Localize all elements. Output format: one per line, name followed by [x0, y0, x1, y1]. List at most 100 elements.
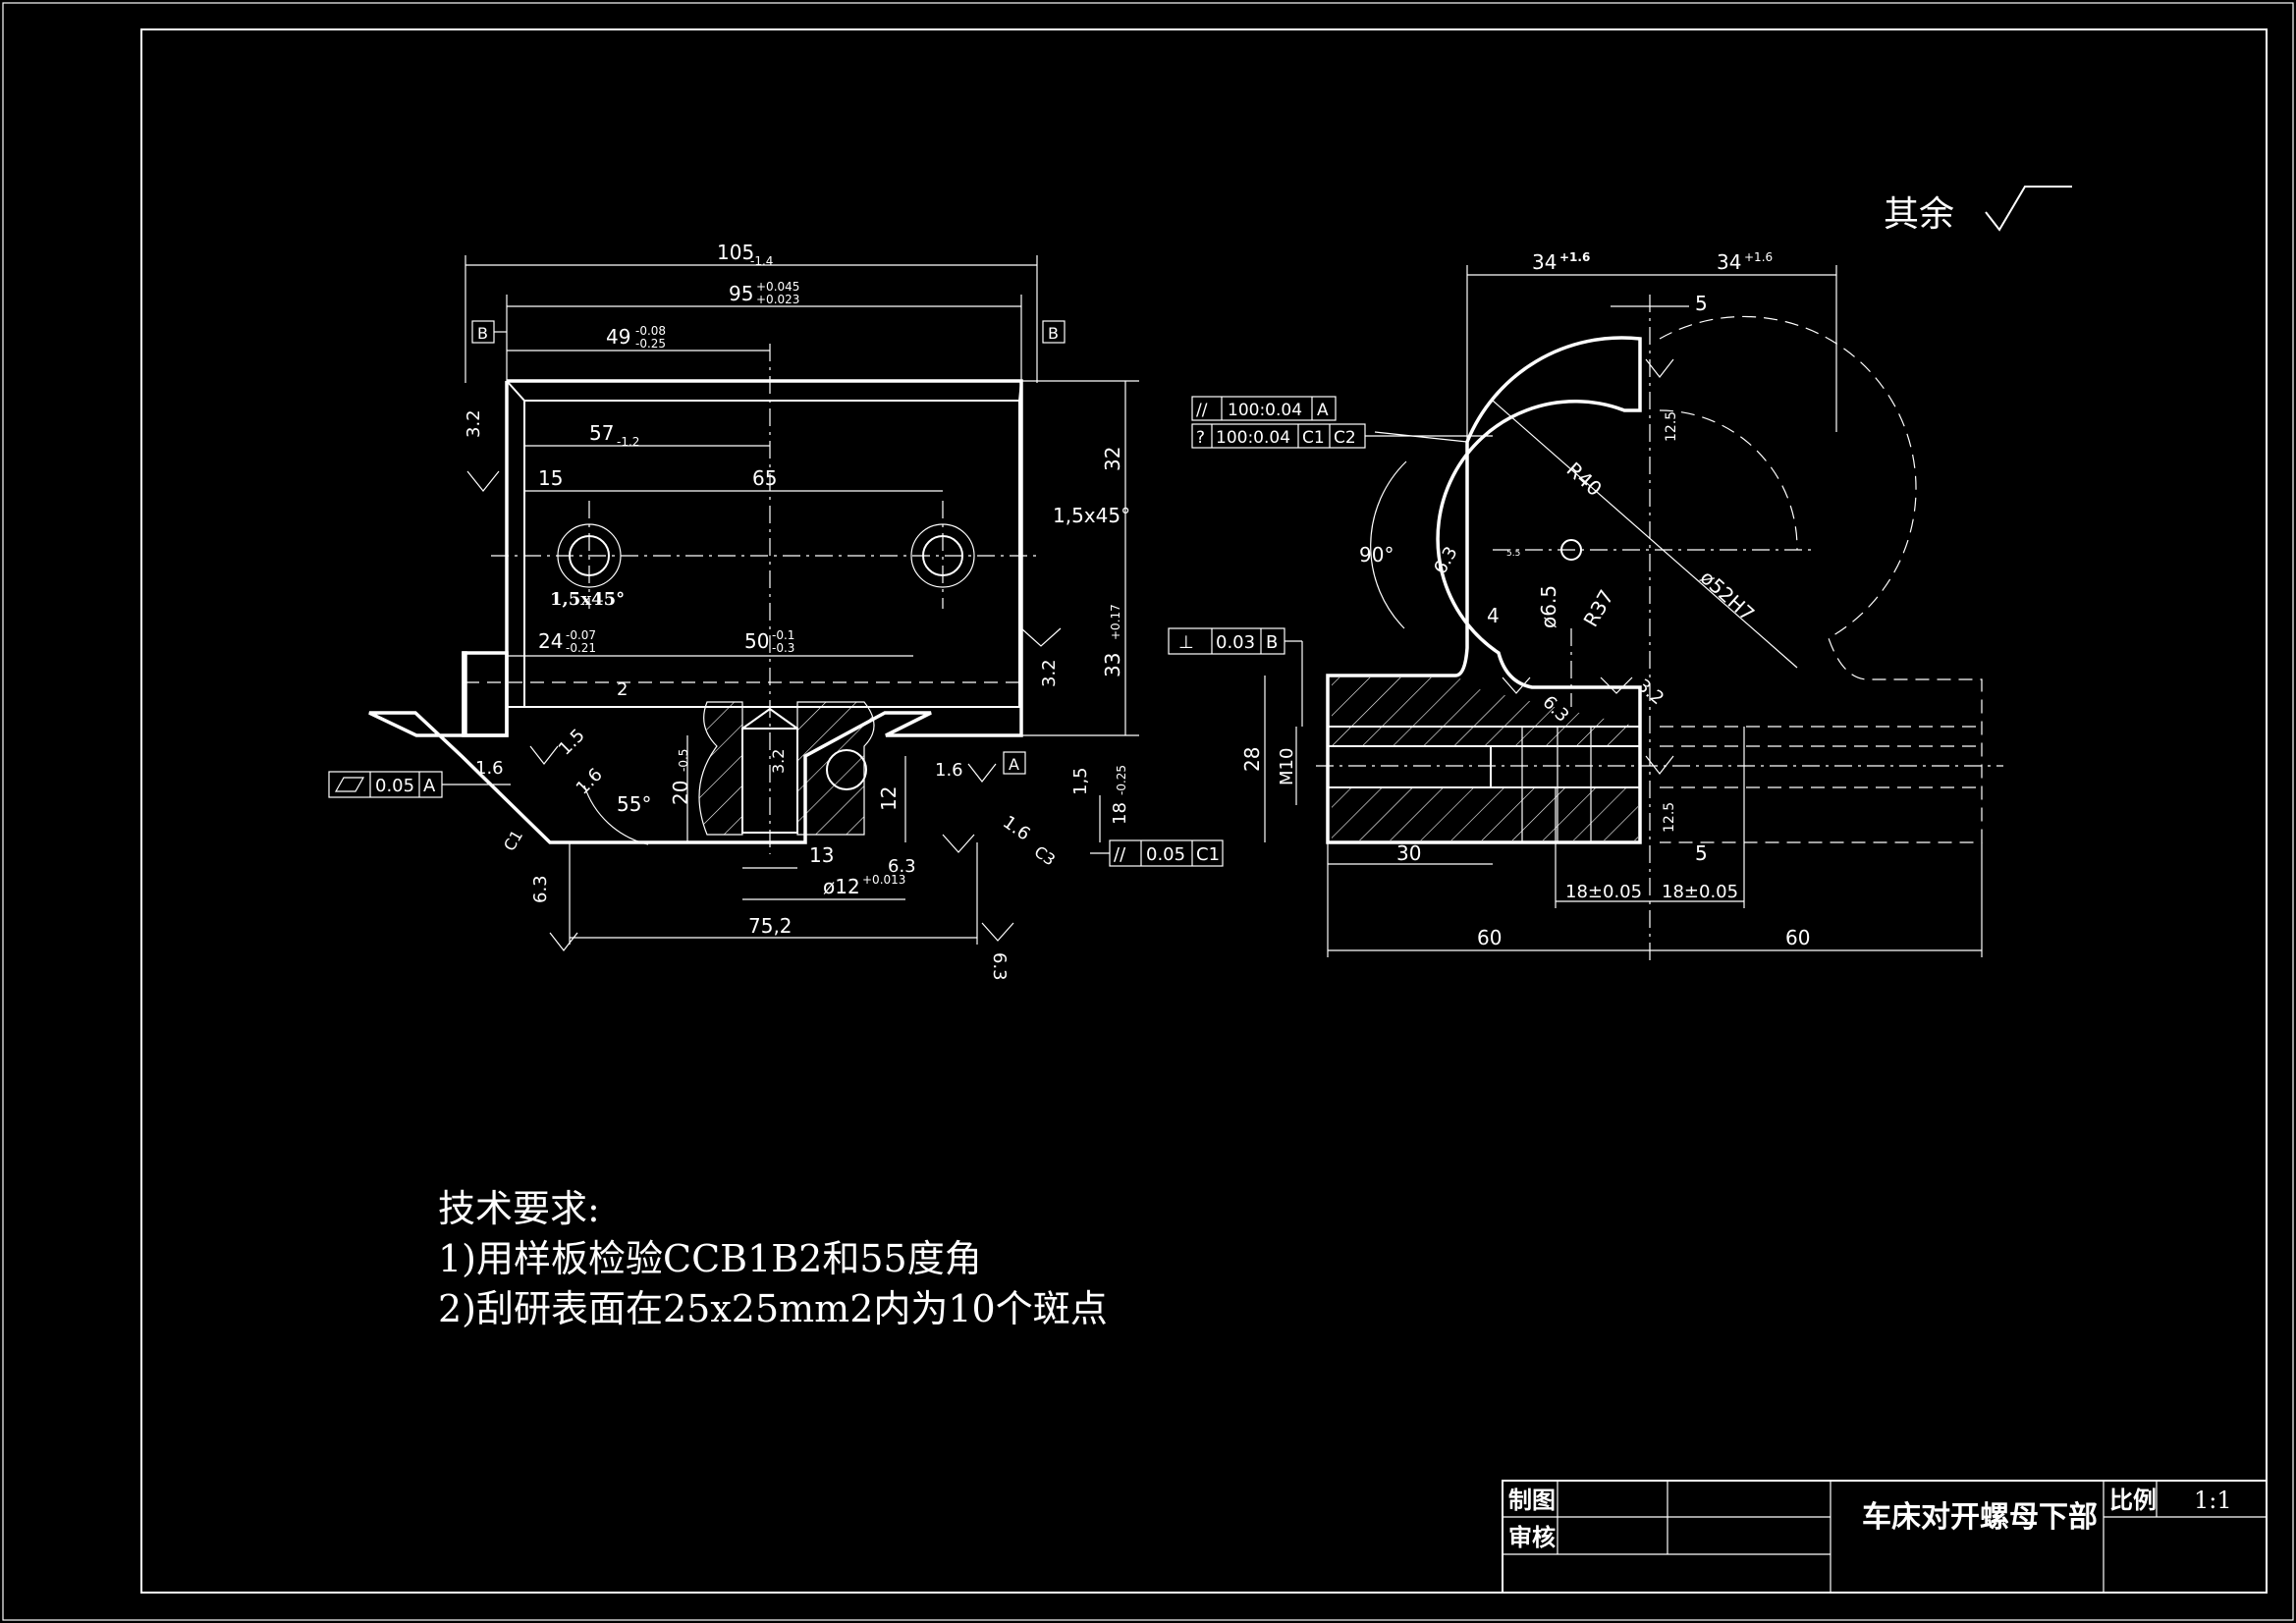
front-label-c1: C1 — [500, 827, 526, 854]
side-position-symbol: ? — [1196, 428, 1205, 448]
rough-1-6-a: 1.6 — [475, 758, 504, 779]
dim-width-30: 30 — [1396, 841, 1421, 865]
dim-chamfer-hole: 1,5x45° — [550, 589, 625, 610]
rough-6-3-a: 6.3 — [530, 875, 551, 903]
part-name: 车床对开螺母下部 — [1862, 1500, 2098, 1535]
dim-height-18: 18 — [1110, 802, 1130, 825]
dim-inner-width-tol-up: +0.045 — [756, 280, 799, 294]
rough-12-5-top: 12.5 — [1664, 411, 1679, 442]
inner-border — [140, 28, 2268, 1594]
rough-1-6-b: 1.6 — [573, 764, 607, 798]
tech-requirements: 技术要求: 1)用样板检验CCB1B2和55度角 2)刮研表面在25x25mm2… — [438, 1187, 1108, 1330]
dim-overall-width: 105 — [717, 241, 754, 264]
dim-dia-12-tol: +0.013 — [862, 873, 905, 887]
side-parallel-datum: A — [1317, 401, 1329, 420]
rough-side-6-3: 6.3 — [1430, 543, 1462, 577]
dim-height-20: 20 — [669, 781, 692, 805]
dim-chamfer-right: 1,5x45° — [1053, 504, 1130, 527]
dim-bore: ø52H7 — [1696, 566, 1760, 626]
front-parallel-symbol: // — [1114, 844, 1126, 865]
front-num-2: 2 — [617, 679, 628, 700]
dim-slot-5-top: 5 — [1695, 292, 1708, 315]
dim-dist-18-a: 18±0.05 — [1565, 882, 1642, 902]
side-position-datum2: C2 — [1334, 428, 1356, 448]
dim-width-50: 50 — [744, 629, 769, 653]
dim-width-24-tol-low: -0.21 — [566, 641, 596, 655]
dim-right-34-tol: +1.6 — [1744, 250, 1773, 264]
side-view: // 100:0.04 A ? 100:0.04 C1 C2 ⊥ 0.03 B … — [1168, 250, 2003, 962]
datum-b-right: B — [1048, 324, 1059, 343]
side-perp-datum: B — [1266, 632, 1278, 653]
dim-small: 5.5 — [1506, 549, 1520, 559]
rough-3-2-c: 3.2 — [769, 749, 788, 774]
dim-height-33: 33 — [1101, 653, 1124, 677]
dim-4: 4 — [1487, 604, 1500, 627]
rough-3-2-a: 3.2 — [464, 409, 484, 438]
side-perp-value: 0.03 — [1216, 632, 1255, 653]
dim-height-33-tol: +0.17 — [1109, 604, 1122, 640]
dim-thread: M10 — [1277, 748, 1297, 785]
dim-half-width: 49 — [606, 325, 630, 349]
flatness-symbol-icon — [334, 777, 365, 792]
title-checked-label: 审核 — [1508, 1523, 1556, 1551]
rough-side-3-2: 3.2 — [1633, 676, 1667, 709]
dim-inner-width: 95 — [729, 282, 753, 305]
tech-req-title: 技术要求: — [438, 1187, 600, 1230]
dim-angle-90: 90° — [1359, 543, 1394, 567]
dim-half-width-tol-up: -0.08 — [635, 324, 666, 338]
dim-half-width-tol-low: -0.25 — [635, 337, 666, 351]
dim-hole-spacing: 65 — [752, 466, 777, 490]
side-position-datum1: C1 — [1302, 428, 1325, 448]
title-drawn-label: 制图 — [1508, 1486, 1556, 1514]
side-position-value: 100:0.04 — [1216, 428, 1290, 448]
rough-1-5: 1.5 — [555, 725, 589, 759]
dim-width-24: 24 — [538, 629, 563, 653]
dim-dist-18-b: 18±0.05 — [1662, 882, 1738, 902]
dim-left-34: 34 — [1532, 250, 1557, 274]
dim-height-1-5: 1,5 — [1070, 767, 1091, 795]
dim-dia-6-5: ø6.5 — [1537, 585, 1560, 628]
dim-hole-offset: 15 — [538, 466, 563, 490]
dim-height-20-tol: -0.5 — [677, 749, 690, 772]
front-parallel-value: 0.05 — [1146, 844, 1185, 865]
front-parallel-datum: C1 — [1196, 844, 1220, 865]
dim-slot-5-bottom: 5 — [1695, 841, 1708, 865]
dim-height-18-tol: -0.25 — [1115, 765, 1128, 795]
side-perp-symbol: ⊥ — [1178, 632, 1194, 653]
dim-width-50-tol-low: -0.3 — [772, 641, 794, 655]
dim-left-34-tol: +1.6 — [1559, 250, 1590, 264]
dim-depth-12: 12 — [877, 786, 901, 811]
rough-6-3-c: 6.3 — [888, 856, 916, 877]
roughness-check-icon — [1985, 186, 2072, 232]
title-scale-value: 1:1 — [2194, 1487, 2232, 1514]
title-block: 制图 审核 车床对开螺母下部 比例 1:1 — [1502, 1480, 2268, 1594]
dim-half-60-right: 60 — [1785, 926, 1810, 949]
rough-12-5-bottom: 12.5 — [1662, 802, 1677, 833]
dim-height-32: 32 — [1101, 447, 1124, 471]
dim-dia-12: ø12 — [823, 875, 860, 898]
dim-radius-37: R37 — [1579, 585, 1618, 630]
front-label-c3: C3 — [1031, 842, 1059, 870]
dim-base-width: 75,2 — [748, 914, 793, 938]
dim-overall-width-tol: -1.4 — [750, 254, 773, 268]
dim-inner-width-tol-low: +0.023 — [756, 293, 799, 306]
dim-height-28: 28 — [1240, 747, 1264, 772]
rough-3-2-b: 3.2 — [1039, 659, 1060, 687]
side-parallel-value: 100:0.04 — [1228, 401, 1302, 420]
rough-1-6-c: 1.6 — [935, 760, 963, 781]
tech-req-item: 1)用样板检验CCB1B2和55度角 — [438, 1237, 982, 1280]
title-scale-label: 比例 — [2109, 1486, 2157, 1514]
front-flatness-value: 0.05 — [375, 776, 414, 796]
dim-width-57: 57 — [589, 421, 614, 445]
dim-width-57-tol: -1.2 — [617, 435, 639, 449]
datum-b-left: B — [477, 324, 488, 343]
rough-6-3-b: 6.3 — [989, 952, 1010, 981]
dim-width-13: 13 — [809, 843, 834, 867]
side-parallel-symbol: // — [1196, 401, 1208, 420]
dim-half-60-left: 60 — [1477, 926, 1502, 949]
datum-a: A — [1009, 755, 1019, 774]
roughness-note-label: 其余 — [1884, 194, 1954, 235]
tech-req-item: 2)刮研表面在25x25mm2内为10个斑点 — [438, 1287, 1108, 1330]
